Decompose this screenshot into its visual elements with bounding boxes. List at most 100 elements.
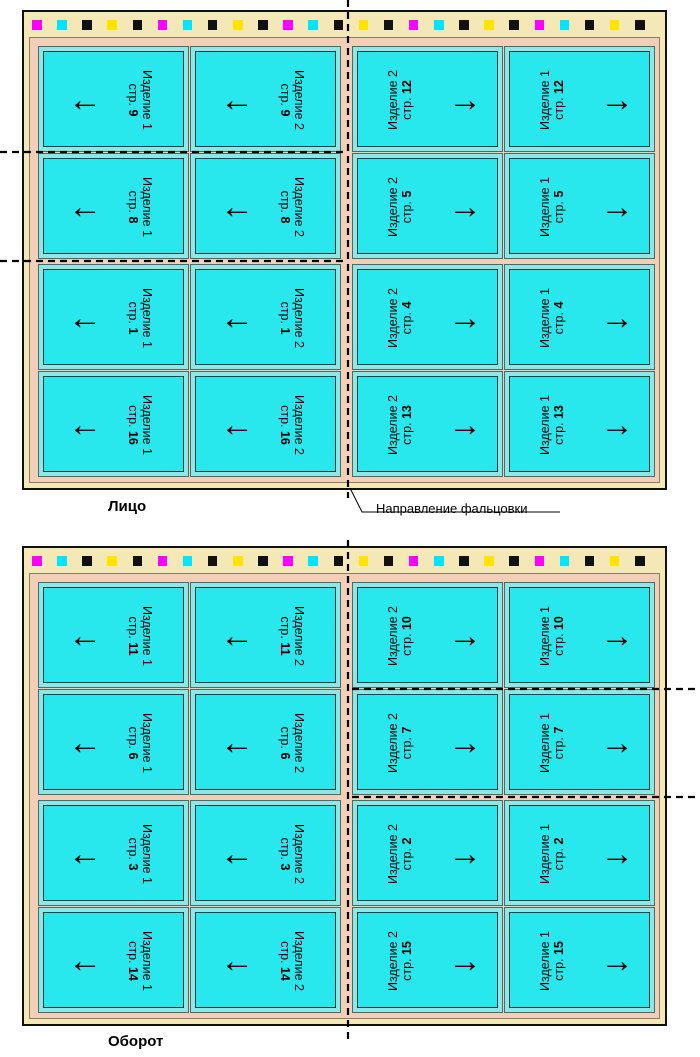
color-patch (496, 20, 507, 30)
color-patch (622, 556, 632, 566)
color-patch (195, 556, 205, 566)
color-patch (69, 20, 80, 30)
color-patch (383, 20, 394, 30)
color-patch (421, 20, 431, 30)
color-patch (182, 556, 193, 566)
color-patch (57, 556, 67, 566)
color-patch (547, 556, 557, 566)
color-patch (333, 556, 344, 566)
color-patch (283, 556, 293, 566)
color-patch (258, 556, 268, 566)
color-patch (157, 556, 168, 566)
arrow-right-icon: → (600, 942, 634, 980)
color-patch (358, 20, 369, 30)
arrow-left-icon: ← (68, 835, 102, 873)
color-patch (647, 556, 658, 566)
color-patch (145, 20, 155, 30)
color-patch (233, 556, 243, 566)
color-patch (82, 556, 92, 566)
color-patch (258, 20, 268, 30)
color-patch (333, 20, 344, 30)
color-patch (459, 556, 469, 566)
color-patch (107, 20, 117, 30)
arrow-left-icon: ← (68, 724, 102, 762)
arrow-left-icon: ← (68, 406, 102, 444)
color-patch (446, 556, 457, 566)
arrow-right-icon: → (600, 724, 634, 762)
color-patch (509, 556, 519, 566)
arrow-left-icon: ← (68, 299, 102, 337)
color-patch (371, 20, 381, 30)
color-patch (207, 556, 218, 566)
color-patch (471, 20, 482, 30)
arrow-right-icon: → (448, 835, 482, 873)
color-patch (170, 556, 180, 566)
color-patch (170, 20, 180, 30)
color-patch (572, 556, 582, 566)
color-patch (157, 20, 168, 30)
front-caption: Лицо (108, 498, 147, 515)
fold-label-leader (349, 487, 560, 513)
arrow-right-icon: → (448, 299, 482, 337)
arrow-left-icon: ← (220, 617, 254, 655)
color-patch (471, 556, 482, 566)
color-patch (408, 20, 419, 30)
color-patch (320, 556, 331, 566)
color-patch (270, 20, 281, 30)
color-patch (346, 20, 356, 30)
color-patch (521, 556, 532, 566)
color-patch (220, 20, 230, 30)
arrow-right-icon: → (600, 835, 634, 873)
color-patch (195, 20, 205, 30)
color-patch (220, 556, 230, 566)
color-patch (295, 556, 306, 566)
arrow-left-icon: ← (68, 617, 102, 655)
color-patch (597, 556, 607, 566)
arrow-left-icon: ← (220, 188, 254, 226)
color-patch (484, 556, 494, 566)
color-patch (119, 20, 130, 30)
color-patch (119, 556, 130, 566)
color-patch (107, 556, 117, 566)
color-patch (534, 20, 545, 30)
color-patch (245, 20, 256, 30)
color-patch (346, 556, 356, 566)
